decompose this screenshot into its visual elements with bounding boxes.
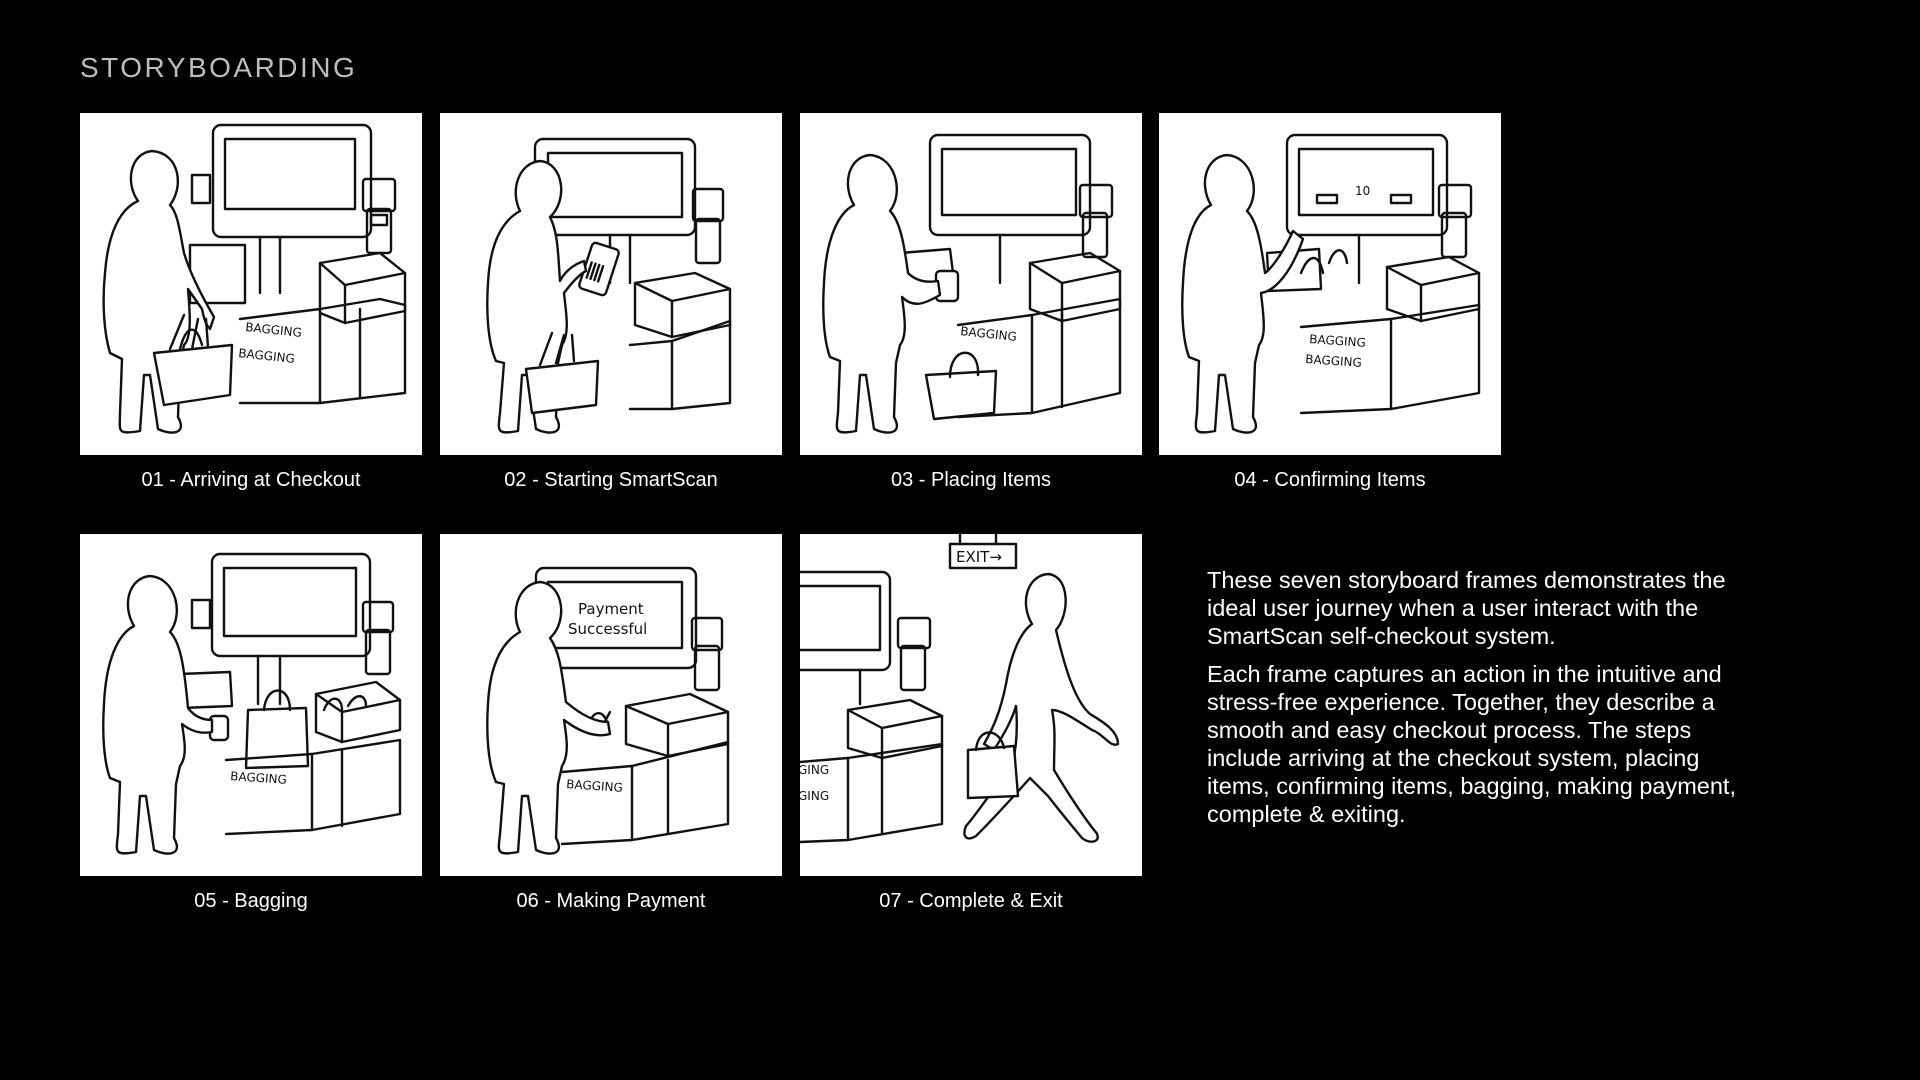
sketch-label-bagging: BAGGING [238, 346, 296, 366]
storyboard-frame-01: BAGGING BAGGING 01 - Arriving at Checkou… [80, 113, 422, 492]
card-reader [691, 187, 725, 265]
shopping-bag [244, 689, 310, 770]
shopping-basket [924, 369, 998, 421]
card-reader [690, 616, 724, 692]
description-paragraph-2: Each frame captures an action in the int… [1207, 661, 1736, 827]
frame-06-sketch: Payment Successful BAGGING [440, 534, 782, 876]
frame-01-caption: 01 - Arriving at Checkout [141, 469, 361, 491]
storyboard-frame-05: BAGGING 05 - Bagging [80, 534, 422, 913]
sketch-label-bagging-partial: GING [800, 763, 829, 777]
card-reader [896, 616, 932, 692]
card-reader [1437, 183, 1473, 259]
person-figure [102, 149, 216, 434]
frame-04-sketch: 10 BAGGING BAGGING [1159, 113, 1501, 455]
screen-quantity: 10 [1355, 184, 1370, 198]
page-title: STORYBOARDING [80, 52, 358, 83]
person-figure [1181, 153, 1305, 434]
screen-successful-text: Successful [568, 620, 647, 638]
shopping-basket [524, 359, 600, 415]
sketch-label-bagging: BAGGING [960, 324, 1018, 344]
frame-02-sketch [440, 113, 782, 455]
frame-07-sketch: EXIT→ GING GING [800, 534, 1142, 876]
storyboard-frame-06: Payment Successful BAGGING 06 - Making P… [440, 534, 782, 913]
svg-text:EXIT→: EXIT→ [956, 548, 1002, 566]
frame-02-caption: 02 - Starting SmartScan [504, 469, 718, 491]
storyboard-description: These seven storyboard frames demonstrat… [1207, 566, 1767, 838]
sketch-label-bagging: BAGGING [245, 320, 303, 340]
person-figure [486, 159, 588, 434]
frame-06-caption: 06 - Making Payment [516, 890, 706, 912]
sketch-label-bagging: BAGGING [1305, 352, 1362, 370]
frame-07-caption: 07 - Complete & Exit [879, 890, 1063, 912]
sketch-label-bagging: BAGGING [566, 777, 623, 795]
frame-05-caption: 05 - Bagging [194, 890, 308, 912]
person-figure [102, 574, 214, 855]
storyboard-frame-04: 10 BAGGING BAGGING 04 - Confirming Items [1159, 113, 1501, 492]
person-walking-figure [963, 572, 1120, 843]
kiosk-screen [211, 123, 373, 295]
sketch-label-bagging-partial: GING [800, 789, 829, 803]
storyboard-frame-07: EXIT→ GING GING [800, 534, 1142, 913]
kiosk-screen [800, 570, 892, 706]
person-figure [486, 580, 612, 855]
frame-03-sketch: BAGGING [800, 113, 1142, 455]
frame-05-sketch: BAGGING [80, 534, 422, 876]
frame-04-caption: 04 - Confirming Items [1234, 469, 1426, 491]
description-paragraph-1: These seven storyboard frames demonstrat… [1207, 567, 1726, 649]
screen-payment-text: Payment [578, 600, 644, 618]
shopping-bag [966, 731, 1020, 800]
kiosk-screen [210, 552, 372, 706]
storyboard-frame-03: BAGGING 03 - Placing Items [800, 113, 1142, 492]
sketch-label-bagging: BAGGING [230, 769, 287, 787]
exit-sign: EXIT→ [948, 534, 1018, 570]
sketch-label-bagging: BAGGING [1309, 332, 1366, 350]
card-reader [361, 177, 397, 255]
card-reader [1078, 183, 1114, 259]
storyboard-frame-02: 02 - Starting SmartScan [440, 113, 782, 492]
frame-03-caption: 03 - Placing Items [890, 469, 1052, 491]
shopping-basket [152, 343, 234, 407]
frame-01-sketch: BAGGING BAGGING [80, 113, 422, 455]
person-figure [822, 153, 942, 434]
kiosk-screen [928, 133, 1092, 285]
card-reader [361, 600, 395, 676]
